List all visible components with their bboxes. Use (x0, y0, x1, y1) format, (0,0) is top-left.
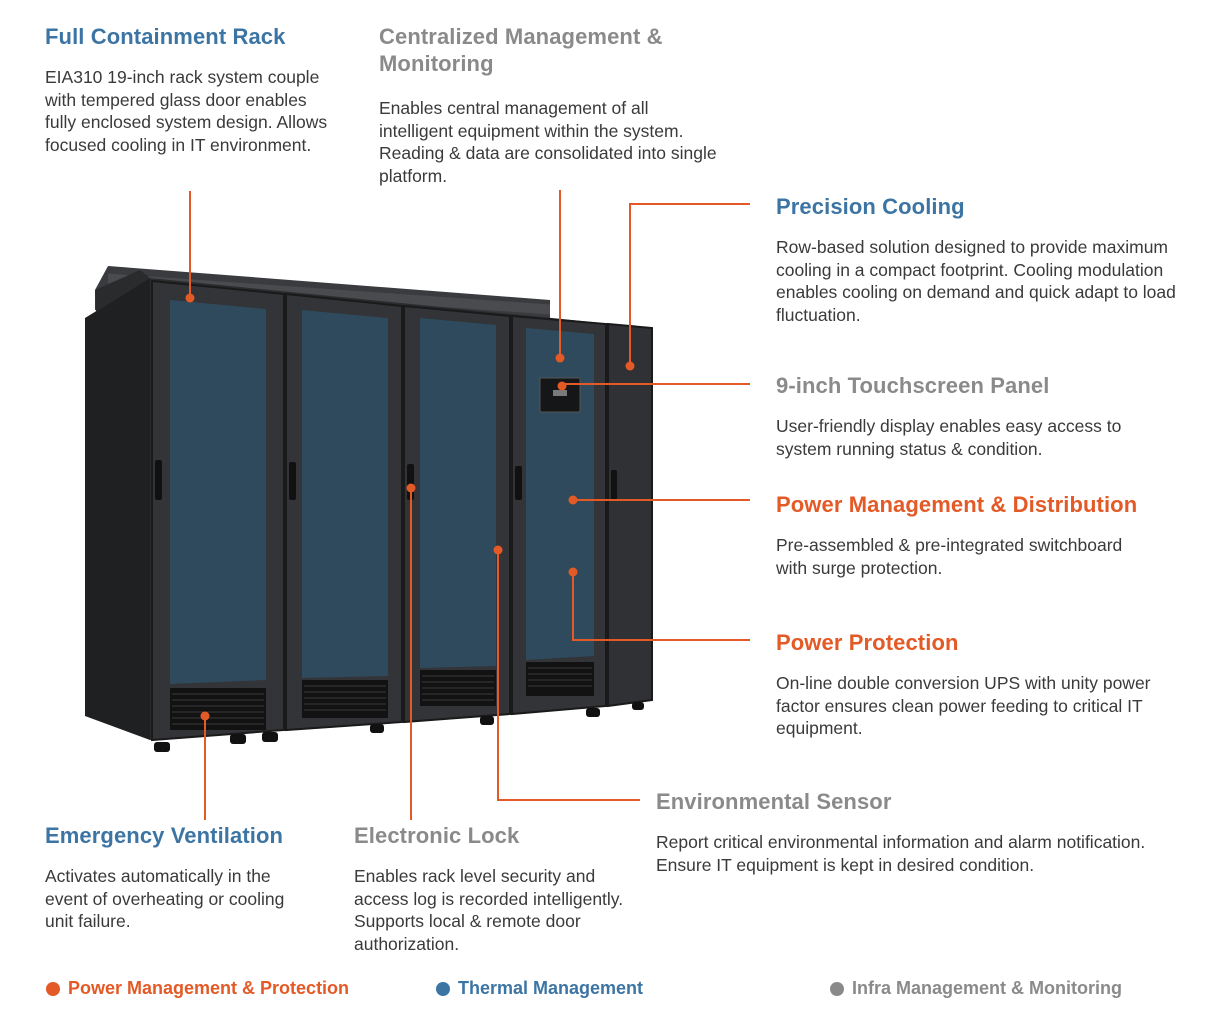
feature-body: Row-based solution designed to provide m… (776, 237, 1176, 325)
feature-precision-cooling: Precision Cooling Row-based solution des… (776, 193, 1176, 326)
legend-infra: Infra Management & Monitoring (830, 978, 1122, 999)
callout-dot-touchscreen (557, 381, 567, 391)
callout-dot-lock (406, 483, 416, 493)
feature-body: Report critical environmental informatio… (656, 832, 1146, 875)
callout-precision-cooling (629, 203, 750, 366)
cabinet-2 (285, 292, 403, 732)
handle-5 (611, 470, 617, 500)
feature-title: Centralized Management & Monitoring (379, 24, 663, 76)
callout-dot-centralized (555, 353, 565, 363)
feature-centralized-management: Centralized Management & Monitoring Enab… (379, 23, 719, 187)
legend-dot-power (46, 981, 60, 996)
cabinet-1 (151, 279, 285, 742)
rack-left-side (85, 278, 150, 740)
legend-dot-thermal (436, 981, 450, 996)
legend-label-power: Power Management & Protection (68, 978, 350, 998)
handle-1 (155, 460, 162, 500)
cabinet-3 (403, 304, 511, 724)
callout-dot-ventilation (200, 711, 210, 721)
feature-title: 9-inch Touchscreen Panel (776, 373, 1050, 398)
feature-touchscreen-panel: 9-inch Touchscreen Panel User-friendly d… (776, 372, 1176, 460)
feature-body: On-line double conversion UPS with unity… (776, 673, 1151, 738)
handle-2 (289, 462, 296, 500)
feature-title: Power Protection (776, 630, 959, 655)
feature-emergency-ventilation: Emergency Ventilation Activates automati… (45, 822, 315, 933)
legend-label-infra: Infra Management & Monitoring (852, 978, 1122, 998)
feature-body: Activates automatically in the event of … (45, 866, 285, 931)
feature-title: Precision Cooling (776, 194, 965, 219)
feature-body: User-friendly display enables easy acces… (776, 416, 1122, 459)
vent-1 (170, 688, 266, 730)
feature-title: Full Containment Rack (45, 24, 286, 49)
feature-power-protection: Power Protection On-line double conversi… (776, 629, 1176, 740)
cabinet-5-cooling (607, 322, 653, 708)
legend-thermal: Thermal Management (436, 978, 643, 999)
callout-environmental (497, 550, 640, 801)
callout-dot-precision-cooling (625, 361, 635, 371)
feature-body: EIA310 19-inch rack system couple with t… (45, 67, 328, 155)
callout-dot-environmental (493, 545, 503, 555)
feature-electronic-lock: Electronic Lock Enables rack level secur… (354, 822, 624, 955)
feature-body: Enables rack level security and access l… (354, 866, 624, 954)
feature-environmental-sensor: Environmental Sensor Report critical env… (656, 788, 1176, 876)
feature-title: Power Management & Distribution (776, 492, 1138, 517)
feature-power-distribution: Power Management & Distribution Pre-asse… (776, 491, 1176, 579)
feature-body: Enables central management of all intell… (379, 98, 717, 186)
feature-title: Emergency Ventilation (45, 823, 284, 848)
glass-door-2 (302, 310, 388, 678)
callout-power-protection (572, 572, 750, 641)
feature-title: Environmental Sensor (656, 789, 892, 814)
callout-dot-power-protection (568, 567, 578, 577)
rack-left-top-duct (95, 270, 150, 312)
feature-full-containment-rack: Full Containment Rack EIA310 19-inch rac… (45, 23, 335, 156)
glass-door-3 (420, 318, 496, 668)
rack-feet (154, 702, 644, 752)
feature-title: Electronic Lock (354, 823, 520, 848)
feature-body: Pre-assembled & pre-integrated switchboa… (776, 535, 1123, 578)
handle-4 (515, 466, 522, 500)
legend-dot-infra (830, 981, 844, 996)
callout-dot-full-containment (185, 293, 195, 303)
rack-roof-panel (108, 273, 550, 315)
callout-dot-power-distribution (568, 495, 578, 505)
cabinet-4 (511, 314, 607, 716)
legend-label-thermal: Thermal Management (458, 978, 644, 998)
legend-power: Power Management & Protection (46, 978, 349, 999)
glass-door-1 (170, 300, 266, 684)
